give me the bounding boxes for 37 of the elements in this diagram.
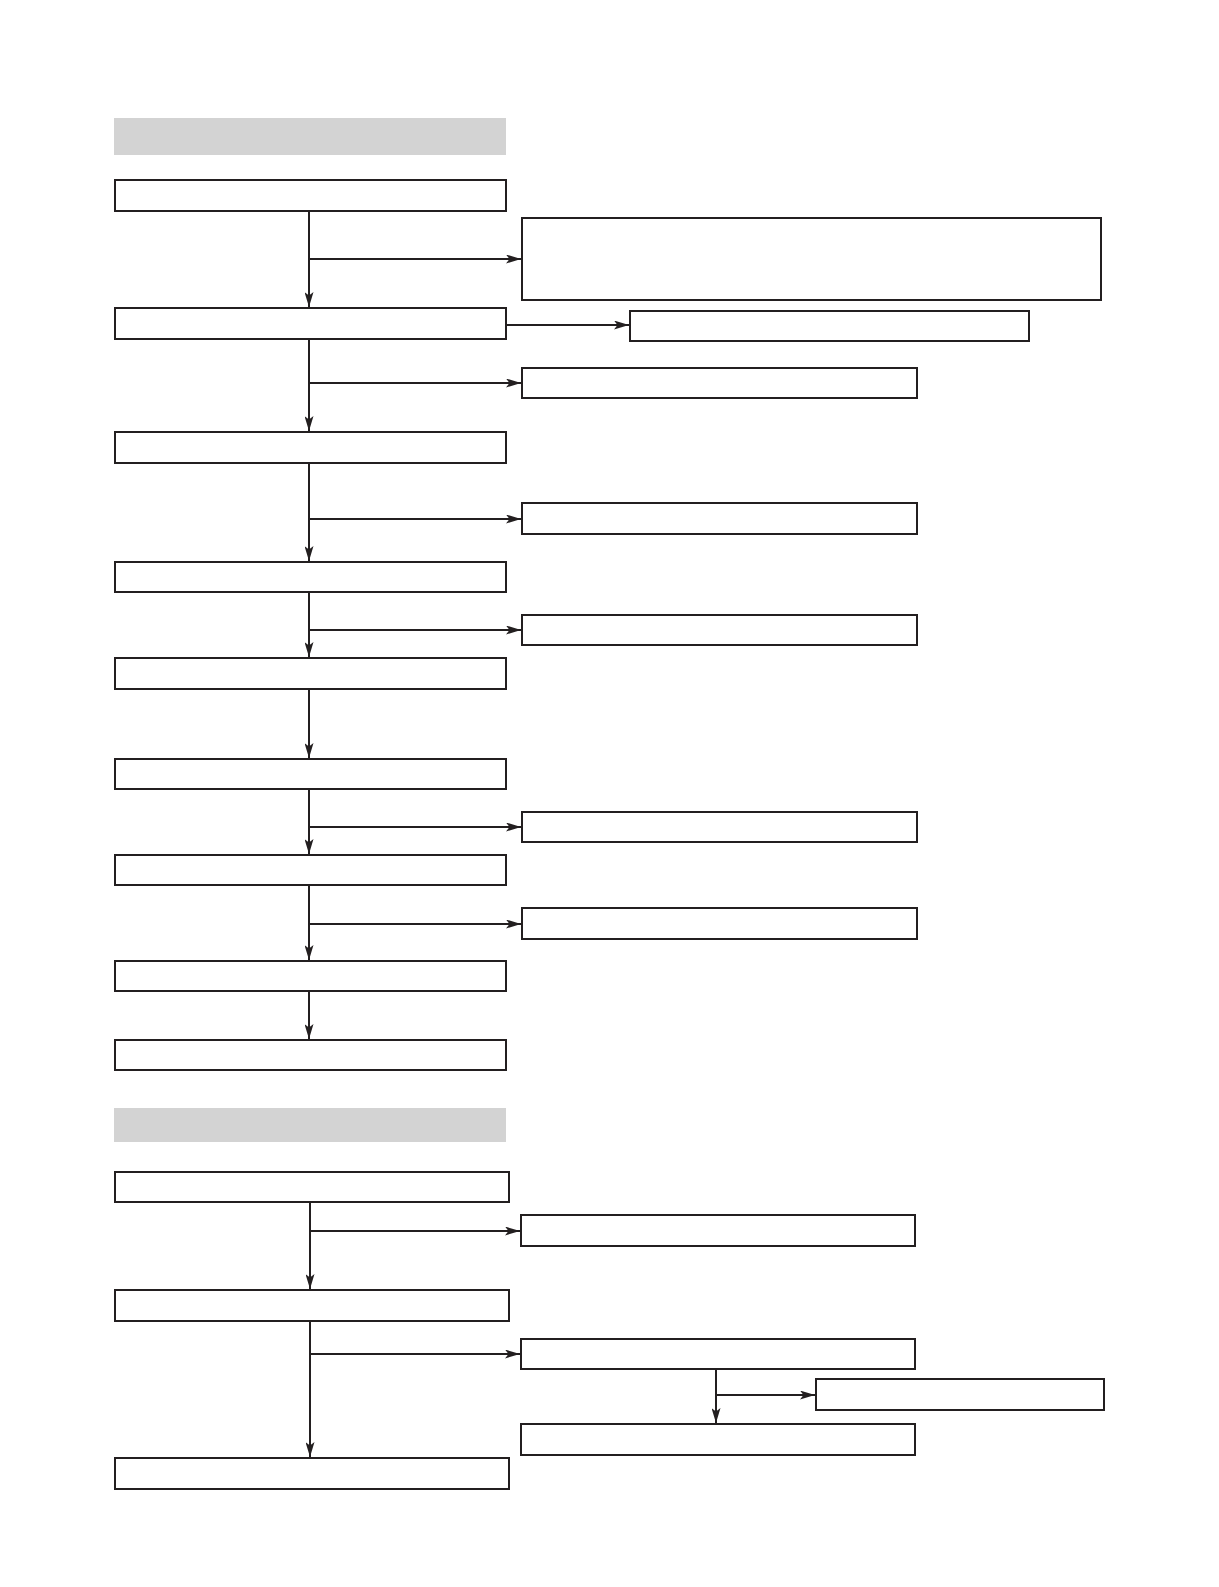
- process-box: [114, 1289, 510, 1322]
- arrow: [309, 1321, 521, 1359]
- process-box: [521, 217, 1102, 301]
- arrow: [308, 592, 522, 635]
- arrow: [308, 463, 522, 524]
- process-box: [114, 657, 507, 690]
- arrow: [308, 885, 522, 929]
- arrow: [308, 789, 522, 832]
- process-box: [114, 561, 507, 593]
- process-box: [521, 614, 918, 646]
- arrow: [506, 320, 630, 330]
- arrow: [715, 1369, 816, 1400]
- process-box: [521, 367, 918, 399]
- process-box: [114, 758, 507, 790]
- process-box: [521, 907, 918, 940]
- process-box: [520, 1214, 916, 1247]
- process-box: [521, 502, 918, 535]
- process-box: [815, 1378, 1105, 1411]
- process-box: [114, 1039, 507, 1071]
- header-band: [114, 1108, 506, 1142]
- header-band: [114, 118, 506, 155]
- arrow: [304, 689, 314, 759]
- process-box: [520, 1338, 916, 1370]
- process-box: [114, 960, 507, 992]
- arrow: [309, 1202, 521, 1236]
- process-box: [114, 1457, 510, 1490]
- process-box: [114, 854, 507, 886]
- process-box: [114, 307, 507, 340]
- arrow: [304, 991, 314, 1040]
- process-box: [114, 431, 507, 464]
- process-box: [629, 310, 1030, 342]
- process-box: [114, 1171, 510, 1203]
- arrow: [308, 339, 522, 388]
- process-box: [520, 1423, 916, 1456]
- arrow: [308, 211, 522, 264]
- process-box: [114, 179, 507, 212]
- process-box: [521, 811, 918, 843]
